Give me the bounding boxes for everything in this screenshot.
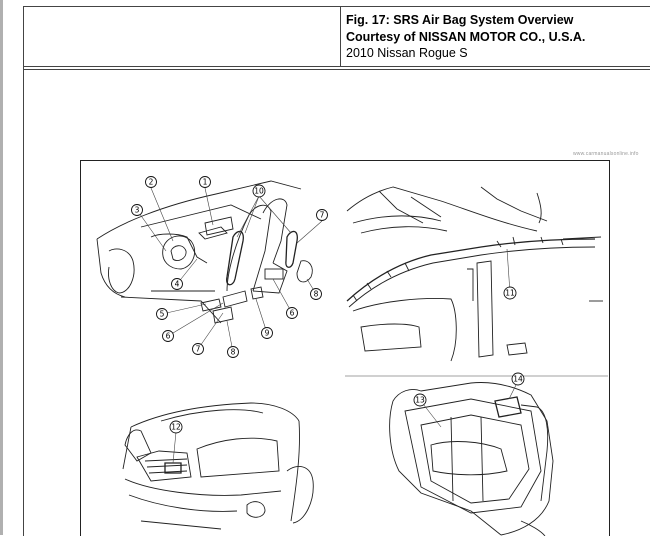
curtain-leader: [507, 249, 510, 293]
svg-text:4: 4: [175, 280, 180, 289]
svg-text:8: 8: [231, 348, 236, 357]
svg-text:7: 7: [196, 345, 201, 354]
srs-airbag-diagram: 1 2 3 4 5 6 6 7 7 8 8 9 10 11 12 13 14: [81, 161, 609, 536]
figure-frame: 1 2 3 4 5 6 6 7 7 8 8 9 10 11 12 13 14: [80, 160, 610, 536]
callout-13: 13: [414, 394, 426, 406]
svg-text:1: 1: [203, 178, 208, 187]
svg-text:6: 6: [290, 309, 295, 318]
callout-12: 12: [170, 421, 182, 433]
svg-text:14: 14: [513, 375, 523, 384]
callout-8b: 8: [228, 347, 239, 358]
front-leader: [173, 432, 176, 463]
callout-7a: 7: [317, 210, 328, 221]
callout-14: 14: [512, 373, 524, 385]
callout-1: 1: [200, 177, 211, 188]
svg-text:12: 12: [171, 423, 181, 432]
header-table: Fig. 17: SRS Air Bag System Overview Cou…: [24, 7, 650, 67]
svg-text:11: 11: [505, 289, 515, 298]
callout-8a: 8: [311, 289, 322, 300]
callout-3: 3: [132, 205, 143, 216]
svg-text:9: 9: [265, 329, 270, 338]
caption-vehicle: 2010 Nissan Rogue S: [346, 45, 585, 62]
figure-caption: Fig. 17: SRS Air Bag System Overview Cou…: [346, 12, 585, 62]
callout-6a: 6: [163, 331, 174, 342]
callout-6b: 6: [287, 308, 298, 319]
callout-9: 9: [262, 328, 273, 339]
watermark: www.carmanualsonline.info: [573, 151, 639, 157]
callout-10: 10: [253, 185, 265, 197]
svg-text:2: 2: [149, 178, 154, 187]
callout-7b: 7: [193, 344, 204, 355]
callout-2: 2: [146, 177, 157, 188]
callout-5: 5: [157, 309, 168, 320]
callout-4: 4: [172, 279, 183, 290]
curtain-airbag-illustration: [347, 187, 603, 361]
front-vehicle-illustration: [123, 403, 313, 529]
header-empty-cell: [24, 7, 341, 66]
caption-title: Fig. 17: SRS Air Bag System Overview: [346, 12, 585, 29]
svg-text:13: 13: [415, 396, 425, 405]
svg-text:5: 5: [160, 310, 165, 319]
page-left-rule: [0, 0, 3, 535]
svg-text:6: 6: [166, 332, 171, 341]
svg-text:3: 3: [135, 206, 140, 215]
seat-sensor-illustration: [390, 383, 553, 536]
svg-text:10: 10: [254, 187, 264, 196]
svg-text:8: 8: [314, 290, 319, 299]
svg-text:7: 7: [320, 211, 325, 220]
interior-illustration: [97, 181, 312, 323]
caption-courtesy: Courtesy of NISSAN MOTOR CO., U.S.A.: [346, 29, 585, 46]
callout-11: 11: [504, 287, 516, 299]
